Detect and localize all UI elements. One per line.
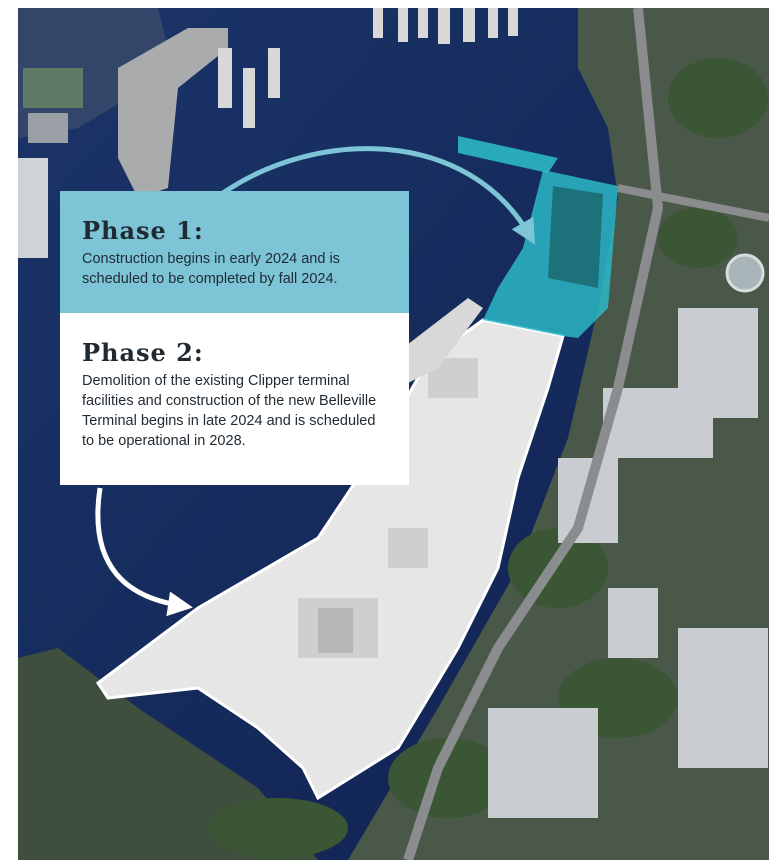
- pier-northwest: [118, 28, 228, 198]
- phase2-title: Phase 2:: [82, 338, 204, 367]
- map-graphic: [18, 8, 769, 860]
- dock-grey: [28, 113, 68, 143]
- moored-boats: [218, 8, 518, 128]
- phase1-panel: Phase 1: Construction begins in early 20…: [60, 191, 409, 313]
- city-buildings: [488, 308, 768, 818]
- satellite-map: [18, 8, 769, 860]
- phase2-arrow: [95, 487, 193, 617]
- phase1-building: [548, 186, 603, 288]
- phase1-pier: [458, 136, 558, 173]
- road-main: [403, 8, 664, 860]
- phase2-details: [298, 358, 478, 658]
- phase1-description: Construction begins in early 2024 and is…: [82, 251, 340, 287]
- phase2-panel: Phase 2: Demolition of the existing Clip…: [60, 313, 409, 485]
- road-cross: [617, 184, 769, 222]
- phase1-arrow: [221, 146, 535, 245]
- seaplane-dock: [18, 158, 48, 258]
- docked-ship: [398, 298, 483, 388]
- phase2-description: Demolition of the existing Clipper termi…: [82, 373, 377, 449]
- city-land: [348, 8, 769, 860]
- fountain-roundabout: [725, 253, 765, 293]
- phase1-title: Phase 1:: [82, 216, 204, 245]
- dock-green: [23, 68, 83, 108]
